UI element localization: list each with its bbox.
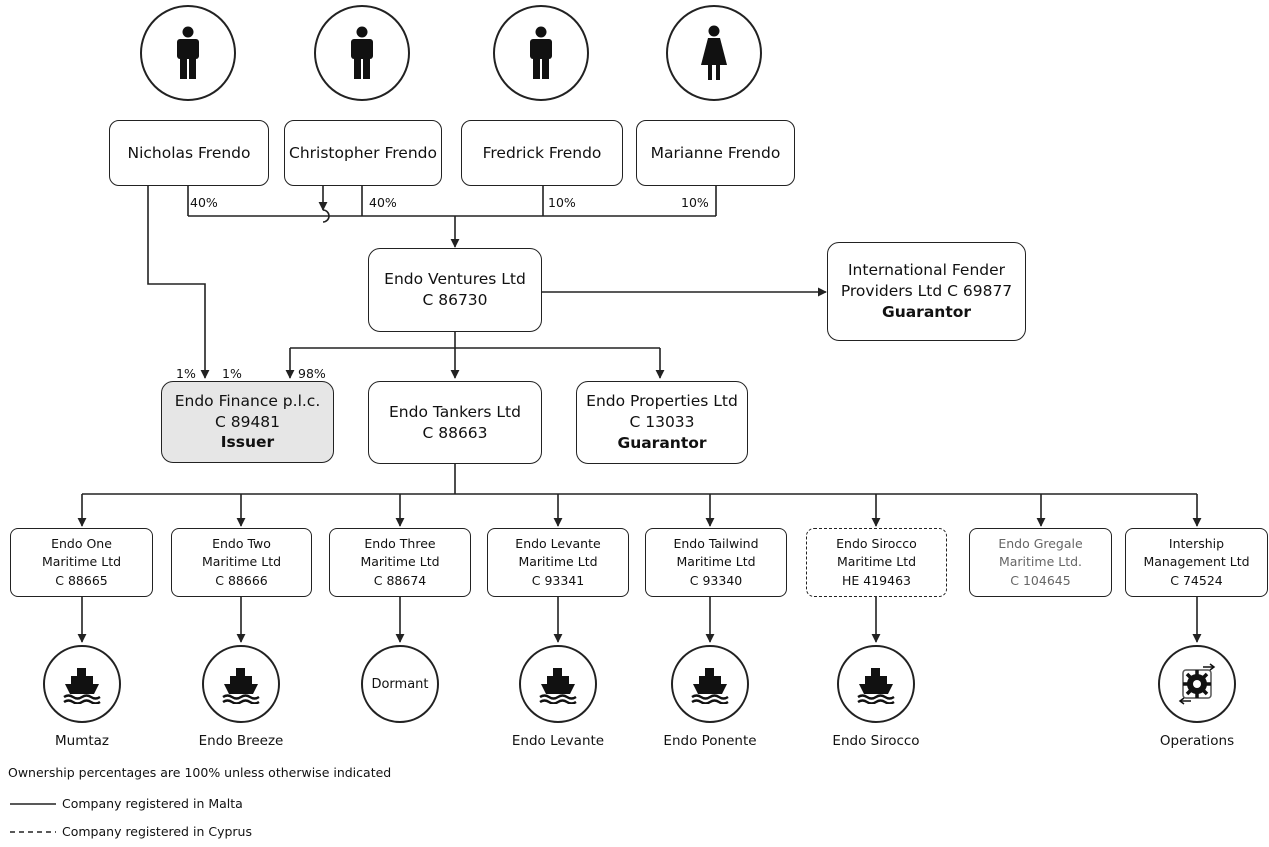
guarantor-label: Guarantor: [881, 302, 972, 321]
subsidiary-name-line2: Maritime Ltd: [41, 554, 122, 570]
company-number: C 89481: [214, 412, 281, 431]
vessel-circle: [671, 645, 749, 723]
company-name: Endo Properties Ltd: [586, 392, 738, 411]
vessel-circle: [43, 645, 121, 723]
company-name: Endo Ventures Ltd: [384, 270, 526, 289]
vessel-name: Endo Breeze: [198, 733, 284, 749]
company-box-endo-properties: Endo Properties Ltd C 13033 Guarantor: [576, 381, 748, 464]
subsidiary-box: Endo Three Maritime Ltd C 88674: [329, 528, 471, 597]
man-icon: [351, 26, 373, 79]
dormant-label: Dormant: [371, 676, 429, 692]
company-box-endo-tankers: Endo Tankers Ltd C 88663: [368, 381, 542, 464]
shareholder-box: Christopher Frendo: [284, 120, 442, 186]
shareholder-name: Fredrick Frendo: [482, 143, 602, 162]
vessel-circle: [202, 645, 280, 723]
woman-icon: [701, 25, 727, 80]
guarantor-label: Guarantor: [617, 433, 707, 452]
subsidiary-name-line1: Endo Levante: [515, 536, 601, 552]
subsidiary-number: C 88665: [55, 572, 108, 588]
company-name: International Fender: [847, 261, 1006, 280]
subsidiary-number: C 104645: [1010, 572, 1071, 588]
subsidiary-name-line2: Maritime Ltd: [836, 554, 917, 570]
subsidiary-number: C 93341: [531, 572, 585, 588]
legend-cyprus: Company registered in Cyprus: [62, 824, 252, 839]
ownership-pct: 40%: [369, 195, 397, 210]
company-name: Endo Tankers Ltd: [389, 402, 521, 421]
subsidiary-name-line1: Endo Tailwind: [673, 536, 759, 552]
company-name: Endo Finance p.l.c.: [174, 391, 321, 410]
shareholder-avatar: [666, 5, 762, 101]
legend-malta: Company registered in Malta: [62, 796, 243, 811]
ship-icon: [857, 668, 895, 704]
company-box-endo-ventures: Endo Ventures Ltd C 86730: [368, 248, 542, 332]
company-name-number: Providers Ltd C 69877: [840, 282, 1013, 301]
company-number: C 86730: [422, 291, 488, 309]
shareholder-name: Marianne Frendo: [650, 143, 781, 162]
subsidiary-name-line2: Maritime Ltd: [360, 554, 440, 570]
vessel-name: Endo Ponente: [663, 733, 757, 749]
subsidiary-box: Endo Gregale Maritime Ltd. C 104645: [969, 528, 1112, 597]
legend-note: Ownership percentages are 100% unless ot…: [8, 765, 392, 780]
subsidiary-number: C 93340: [689, 572, 743, 588]
company-number: C 13033: [629, 413, 695, 432]
company-box-endo-finance: Endo Finance p.l.c. C 89481 Issuer: [161, 381, 334, 463]
company-box-international-fender: International Fender Providers Ltd C 698…: [827, 242, 1026, 341]
vessel-circle: [519, 645, 597, 723]
subsidiary-name-line1: Intership: [1168, 536, 1225, 552]
subsidiary-box-cyprus: Endo Sirocco Maritime Ltd HE 419463: [806, 528, 947, 597]
operations-circle: [1158, 645, 1236, 723]
subsidiary-number: HE 419463: [842, 572, 911, 588]
shareholder-name: Nicholas Frendo: [127, 143, 251, 162]
subsidiary-name-line1: Endo One: [51, 536, 112, 552]
subsidiary-name-line2: Management Ltd: [1143, 554, 1250, 570]
shareholder-avatar: [140, 5, 236, 101]
subsidiary-box: Endo Levante Maritime Ltd C 93341: [487, 528, 629, 597]
ownership-pct: 1%: [176, 366, 196, 381]
subsidiary-box: Endo One Maritime Ltd C 88665: [10, 528, 153, 597]
shareholder-avatar: [314, 5, 410, 101]
dormant-circle: Dormant: [361, 645, 439, 723]
issuer-label: Issuer: [220, 433, 275, 452]
man-icon: [177, 26, 199, 79]
operations-label: Operations: [1159, 733, 1235, 749]
man-icon: [530, 26, 552, 79]
subsidiary-name-line1: Endo Gregale: [998, 536, 1083, 552]
vessel-name: Endo Sirocco: [832, 733, 920, 749]
shareholder-name: Christopher Frendo: [289, 143, 437, 162]
shareholder-box: Fredrick Frendo: [461, 120, 623, 186]
ownership-pct: 40%: [190, 195, 218, 210]
vessel-name: Mumtaz: [54, 733, 109, 749]
ownership-pct: 98%: [298, 366, 326, 381]
company-number: C 88663: [422, 423, 488, 442]
subsidiary-name-line2: Maritime Ltd: [201, 554, 282, 570]
subsidiary-number: C 74524: [1170, 572, 1223, 588]
subsidiary-name-line2: Maritime Ltd: [518, 554, 598, 570]
ship-icon: [63, 668, 101, 704]
subsidiary-box: Endo Two Maritime Ltd C 88666: [171, 528, 312, 597]
vessel-circle: [837, 645, 915, 723]
subsidiary-name-line1: Endo Two: [212, 536, 271, 552]
subsidiary-name-line2: Maritime Ltd: [676, 554, 756, 570]
ownership-pct: 10%: [681, 195, 709, 210]
shareholder-box: Marianne Frendo: [636, 120, 795, 186]
subsidiary-name-line2: Maritime Ltd.: [998, 554, 1083, 570]
subsidiary-box: Intership Management Ltd C 74524: [1125, 528, 1268, 597]
subsidiary-number: C 88666: [215, 572, 268, 588]
vessel-name: Endo Levante: [511, 733, 605, 749]
ship-icon: [691, 668, 729, 704]
subsidiary-name-line1: Endo Three: [364, 536, 436, 552]
subsidiary-box: Endo Tailwind Maritime Ltd C 93340: [645, 528, 787, 597]
ship-icon: [539, 668, 577, 704]
subsidiary-number: C 88674: [373, 572, 427, 588]
subsidiary-name-line1: Endo Sirocco: [836, 536, 917, 552]
ownership-pct: 1%: [222, 366, 242, 381]
shareholder-avatar: [493, 5, 589, 101]
shareholder-box: Nicholas Frendo: [109, 120, 269, 186]
gear-cycle-icon: [1178, 663, 1216, 705]
ownership-pct: 10%: [548, 195, 576, 210]
ship-icon: [222, 668, 260, 704]
